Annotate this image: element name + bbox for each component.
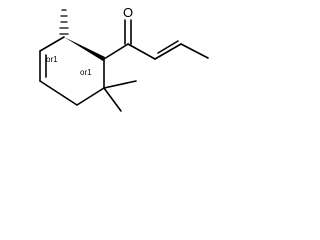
bond-c2-carbonyl xyxy=(103,43,129,60)
stereo-label-c2: or1 xyxy=(80,68,92,77)
bond-gem-methyl-2 xyxy=(103,87,122,112)
molecule-structure: O or1 or1 xyxy=(39,5,209,112)
stereo-label-c1: or1 xyxy=(46,55,58,64)
bond-ring-c1-c6 xyxy=(39,36,65,52)
bond-gem-methyl-1 xyxy=(103,80,137,89)
hashed-bond-methyl xyxy=(59,9,69,35)
oxygen-atom-label: O xyxy=(123,5,133,20)
wedge-bond-ring-c1-c2 xyxy=(64,37,105,61)
bond-alkene xyxy=(154,43,182,60)
bond-ring-c4-c5 xyxy=(39,80,78,106)
bond-ring-c3-c4 xyxy=(76,87,105,106)
bond-terminal-methyl xyxy=(180,43,209,59)
bond-alkene-inner xyxy=(157,40,179,54)
bond-carbonyl-alpha xyxy=(127,43,156,60)
